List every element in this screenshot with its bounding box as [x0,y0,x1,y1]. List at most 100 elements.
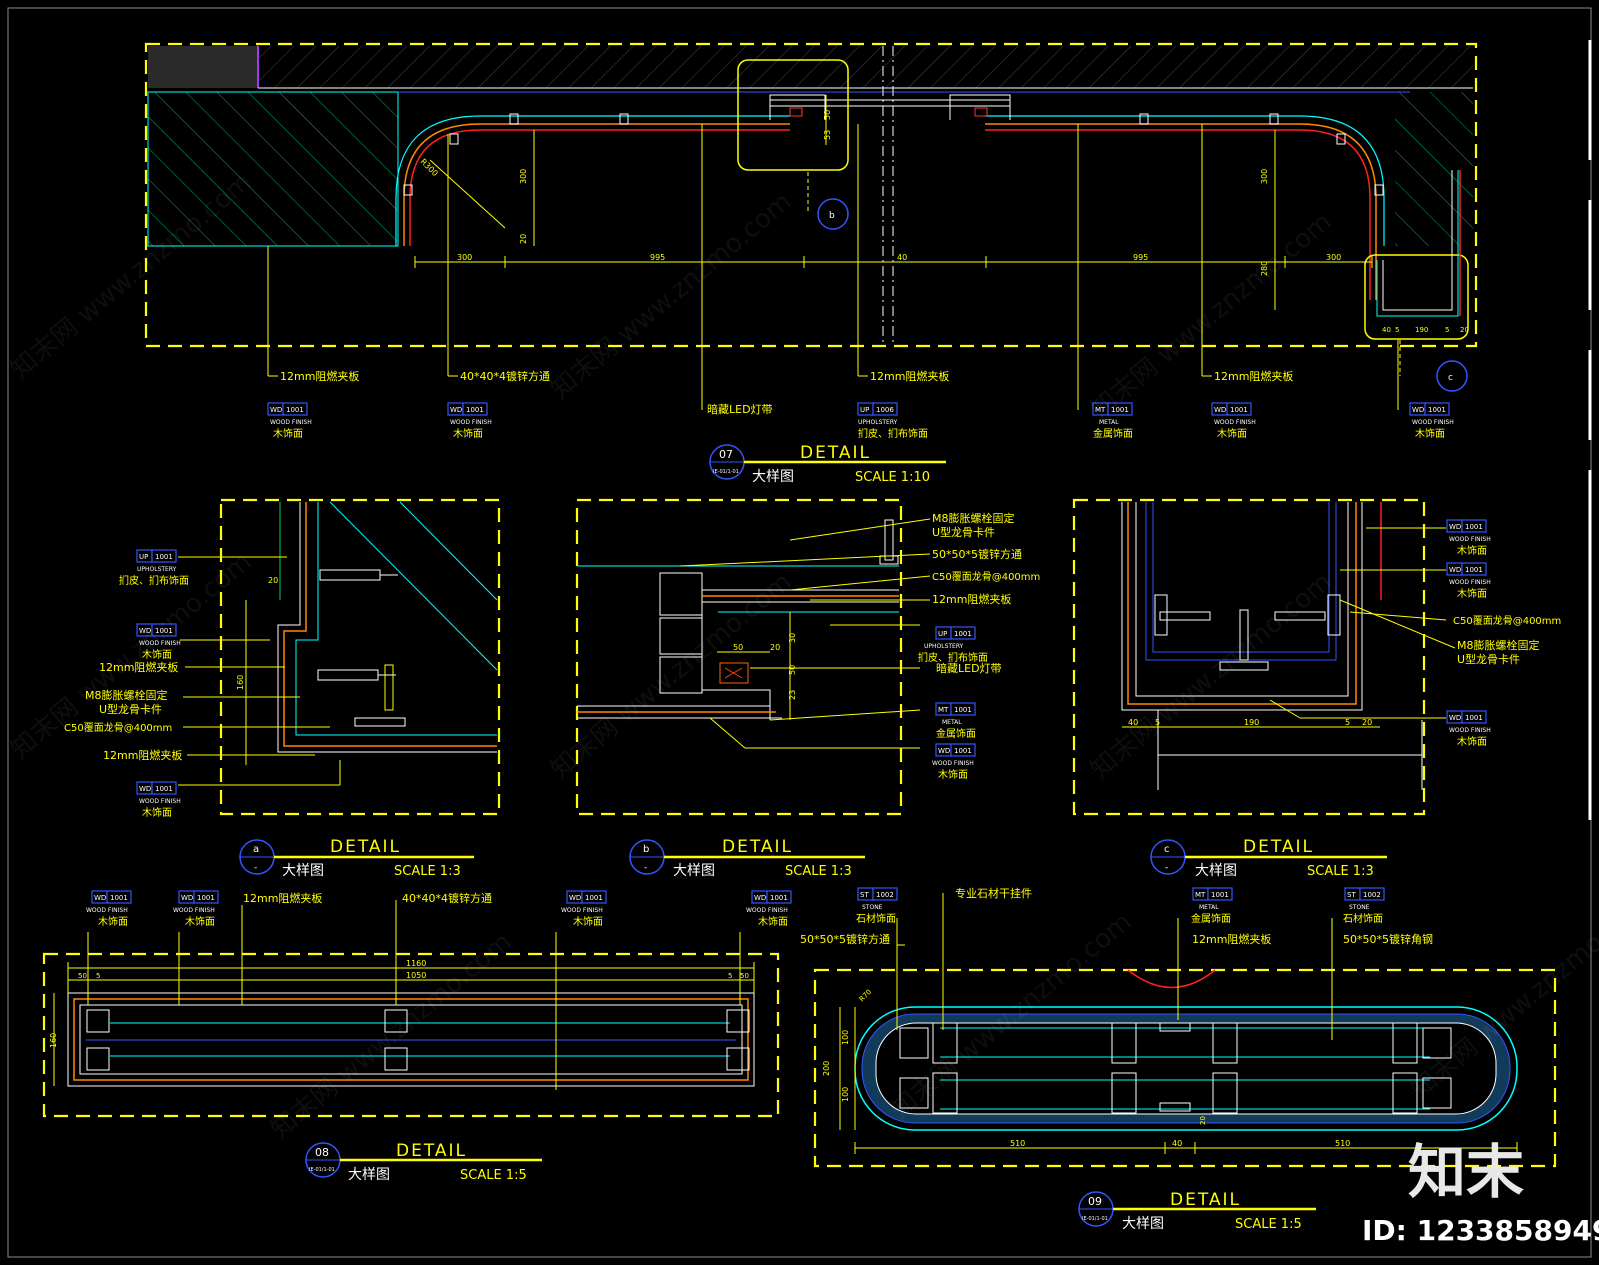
svg-text:300: 300 [1326,253,1341,262]
svg-text:R70: R70 [858,988,873,1003]
label-e2: 40*40*4镀锌方通 [402,891,492,905]
svg-text:UP: UP [139,553,148,561]
svg-text:石材饰面: 石材饰面 [856,912,896,925]
svg-text:1001: 1001 [585,894,603,902]
title-detail-b: b - DETAIL 大样图 SCALE 1:3 [629,837,865,879]
svg-text:知末网 www.znzmo.com: 知末网 www.znzmo.com [5,167,257,386]
svg-text:b: b [643,844,649,855]
svg-text:07: 07 [719,448,733,461]
svg-text:-: - [644,863,647,873]
svg-text:DETAIL: DETAIL [722,837,793,857]
svg-text:STONE: STONE [1349,904,1370,911]
svg-text:UPHOLSTERY: UPHOLSTERY [137,566,177,573]
svg-text:WD: WD [1449,566,1461,574]
svg-text:MT: MT [1195,891,1206,899]
label-c3: U型龙骨卡件 [1457,652,1520,666]
svg-text:300: 300 [457,253,472,262]
svg-text:1001: 1001 [1465,714,1483,722]
label-l3: 暗藏LED灯带 [707,402,773,416]
svg-text:1001: 1001 [155,627,173,635]
label-b3: 50*50*5镀锌方通 [932,547,1022,561]
svg-text:1001: 1001 [1428,406,1446,414]
label-a3: U型龙骨卡件 [99,702,162,716]
svg-text:23: 23 [788,690,797,700]
svg-text:5: 5 [96,972,100,980]
svg-text:08: 08 [315,1146,329,1159]
callout-c-bubble[interactable] [1436,360,1468,392]
svg-text:5: 5 [1395,326,1399,334]
svg-text:20: 20 [1362,718,1372,727]
svg-text:WOOD FINISH: WOOD FINISH [932,760,974,767]
svg-text:木饰面: 木饰面 [758,915,788,928]
svg-text:WD: WD [1412,406,1424,414]
svg-text:20: 20 [1199,1116,1207,1125]
label-f3: 12mm阻燃夹板 [1192,932,1271,946]
label-b5: 12mm阻燃夹板 [932,592,1011,606]
svg-text:5: 5 [1155,718,1160,727]
svg-text:DETAIL: DETAIL [396,1141,467,1161]
svg-text:20: 20 [1460,326,1469,334]
svg-text:WOOD FINISH: WOOD FINISH [139,640,181,647]
svg-text:石材饰面: 石材饰面 [1343,912,1383,925]
svg-text:STONE: STONE [862,904,883,911]
svg-text:木饰面: 木饰面 [98,915,128,928]
svg-text:METAL: METAL [1199,904,1219,911]
label-b4: C50覆面龙骨@400mm [932,570,1040,583]
svg-text:c: c [1164,844,1170,855]
svg-text:木饰面: 木饰面 [273,427,303,440]
svg-text:1001: 1001 [954,706,972,714]
label-b2: U型龙骨卡件 [932,525,995,539]
svg-text:木饰面: 木饰面 [453,427,483,440]
svg-text:30: 30 [788,633,797,643]
svg-text:木饰面: 木饰面 [1457,587,1487,600]
svg-text:WOOD FINISH: WOOD FINISH [450,419,492,426]
detail-a: 20 160 12mm阻燃夹板 M8膨胀螺栓固定 U型龙骨卡件 C50覆面龙骨@… [64,498,501,816]
svg-text:53: 53 [823,130,832,140]
brand-id: ID: 1233858949 [1362,1214,1599,1247]
detail-b: 50 20 30 50 23 M8膨胀螺栓固定 U型龙骨卡件 50*50*5镀锌… [575,498,1040,816]
svg-text:190: 190 [1244,718,1259,727]
svg-text:WOOD FINISH: WOOD FINISH [86,907,128,914]
label-f1: 专业石材干挂件 [955,886,1032,900]
label-b6: 暗藏LED灯带 [936,661,1002,675]
svg-text:100: 100 [841,1087,850,1102]
label-l5: 12mm阻燃夹板 [1214,369,1293,383]
svg-text:200: 200 [822,1061,831,1076]
callout-b-bubble[interactable] [817,198,849,230]
svg-text:大样图: 大样图 [1195,863,1237,879]
svg-text:300: 300 [519,169,528,184]
label-l4: 12mm阻燃夹板 [870,369,949,383]
svg-text:ST: ST [1347,891,1356,899]
svg-text:大样图: 大样图 [673,863,715,879]
label-b1: M8膨胀螺栓固定 [932,511,1015,525]
svg-text:300: 300 [1260,169,1269,184]
svg-text:50: 50 [78,972,87,980]
svg-text:WOOD FINISH: WOOD FINISH [1449,536,1491,543]
svg-text:WOOD FINISH: WOOD FINISH [1449,579,1491,586]
svg-text:知末网 www.znzmo.com: 知末网 www.znzmo.com [1085,207,1337,426]
svg-text:b: b [829,211,835,221]
svg-text:SCALE 1:5: SCALE 1:5 [460,1168,527,1183]
svg-text:09: 09 [1088,1195,1102,1208]
svg-text:木饰面: 木饰面 [142,648,172,661]
svg-text:c: c [1448,373,1453,383]
svg-text:1006: 1006 [876,406,894,414]
detail-07-plan: 300 995 40 995 300 300 20 280 300 50 53 … [144,42,1478,416]
svg-text:1160: 1160 [406,959,426,968]
brand-logo: 知末 [1408,1138,1524,1206]
svg-text:木饰面: 木饰面 [1457,735,1487,748]
svg-text:知末网 www.znzmo.com: 知末网 www.znzmo.com [545,567,797,786]
svg-text:50: 50 [740,972,749,980]
svg-text:5: 5 [1445,326,1449,334]
svg-text:1001: 1001 [1465,523,1483,531]
